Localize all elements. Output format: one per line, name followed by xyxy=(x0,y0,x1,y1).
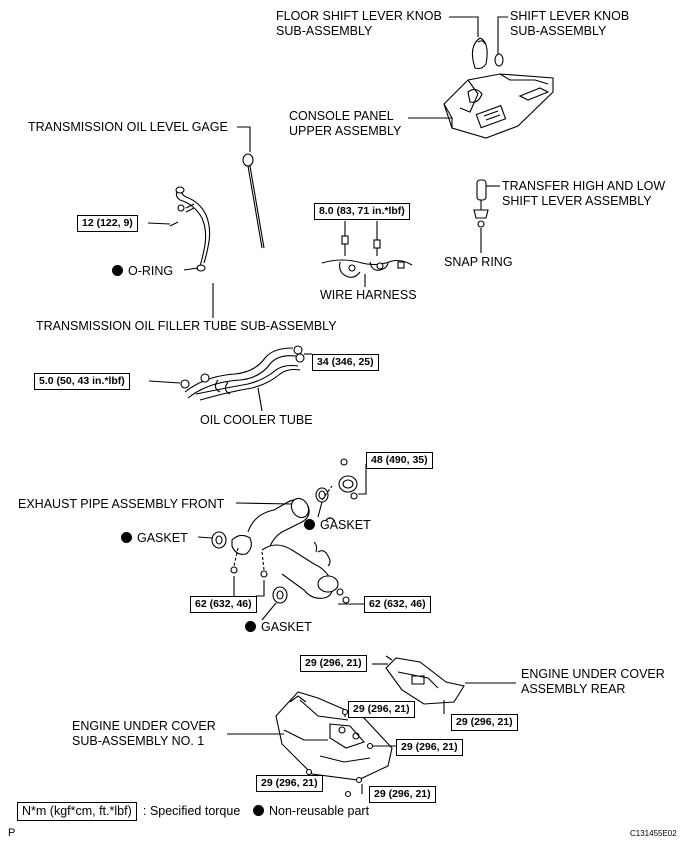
torque-filler-bolt: 12 (122, 9) xyxy=(77,215,138,232)
shift-knob-leader xyxy=(497,16,508,54)
snap-ring-label: SNAP RING xyxy=(444,255,513,269)
corner-letter: P xyxy=(8,827,16,839)
torque-cover-rear-bottom: 29 (296, 21) xyxy=(451,714,518,731)
gasket-right-label: GASKET xyxy=(304,518,371,533)
gage-leader xyxy=(237,126,251,152)
torque-cover-rear-top: 29 (296, 21) xyxy=(300,655,367,672)
non-reusable-dot-icon xyxy=(121,532,132,543)
gasket-bottom-leader xyxy=(261,602,277,621)
wire-harness-part xyxy=(321,235,413,278)
oil-cooler-leader xyxy=(257,387,263,412)
oil-cooler-tube-part xyxy=(180,345,305,401)
gasket-bottom-label: GASKET xyxy=(245,620,312,635)
gasket-left-leader xyxy=(197,536,213,539)
exhaust-leader xyxy=(235,502,293,505)
non-reusable-dot-icon xyxy=(112,265,123,276)
torque-cooler-right: 34 (346, 25) xyxy=(312,354,379,371)
oil-cooler-label: OIL COOLER TUBE xyxy=(200,413,313,427)
floor-knob-leader xyxy=(449,16,479,37)
filler-tube-part xyxy=(169,186,211,272)
oil-gage-label: TRANSMISSION OIL LEVEL GAGE xyxy=(28,120,228,134)
legend-torque-text: : Specified torque xyxy=(143,804,241,818)
non-reusable-dot-icon xyxy=(253,805,264,816)
exhaust-top-leader xyxy=(358,464,367,495)
shift-lever-knob-part xyxy=(494,53,504,67)
gasket-left-label: GASKET xyxy=(121,531,188,546)
figure-code: C131455E02 xyxy=(630,829,677,838)
exhaust-pipe-label: EXHAUST PIPE ASSEMBLY FRONT xyxy=(18,497,225,511)
torque-cover-bottom-left: 29 (296, 21) xyxy=(256,775,323,792)
torque-exhaust-right: 62 (632, 46) xyxy=(364,596,431,613)
torque-cover-mid1: 29 (296, 21) xyxy=(348,701,415,718)
oil-level-gage-part xyxy=(242,153,265,249)
torque-exhaust-left: 62 (632, 46) xyxy=(190,596,257,613)
filler-bolt-leader xyxy=(147,222,171,225)
legend-nonreusable: Non-reusable part xyxy=(253,804,369,819)
gasket-right-leader xyxy=(317,501,323,518)
legend-torque-unit: N*m (kgf*cm, ft.*lbf) xyxy=(17,802,137,821)
filler-tube-label: TRANSMISSION OIL FILLER TUBE SUB-ASSEMBL… xyxy=(36,319,337,333)
wire-harness-label: WIRE HARNESS xyxy=(320,288,417,302)
torque-cover-mid2: 29 (296, 21) xyxy=(396,739,463,756)
o-ring-label: O-RING xyxy=(112,264,173,279)
transfer-lever-part xyxy=(473,179,489,228)
o-ring-leader xyxy=(183,267,199,271)
exhaust-pipe-part xyxy=(211,458,358,604)
floor-shift-knob-part xyxy=(471,37,488,70)
exhaust-left-leader-2 xyxy=(256,580,265,597)
under-cover-rear-part xyxy=(385,655,465,705)
torque-cooler-left: 5.0 (50, 43 in.*lbf) xyxy=(34,373,130,390)
cooler-left-leader xyxy=(148,380,181,384)
torque-exhaust-top: 48 (490, 35) xyxy=(366,452,433,469)
console-panel-part xyxy=(443,73,554,139)
torque-harness-bolt: 8.0 (83, 71 in.*lbf) xyxy=(314,203,410,220)
torque-cover-bottom-right: 29 (296, 21) xyxy=(369,786,436,803)
non-reusable-dot-icon xyxy=(245,621,256,632)
non-reusable-dot-icon xyxy=(304,519,315,530)
under-cover-no1-part xyxy=(275,691,393,781)
